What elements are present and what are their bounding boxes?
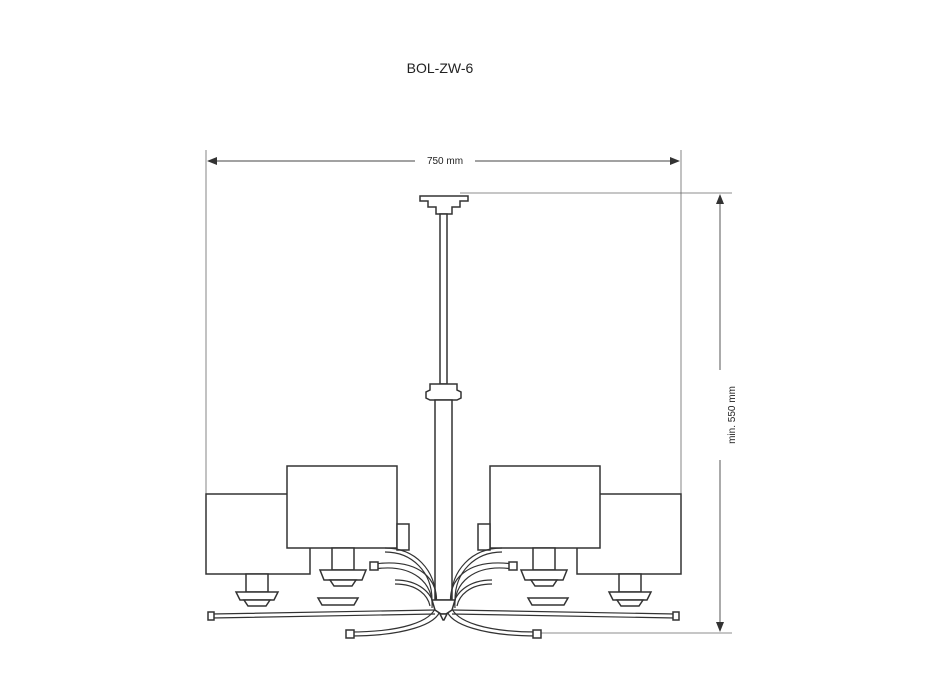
- lamp-shade-left-inner: [286, 465, 398, 549]
- candle-holder-left-outer: [234, 573, 280, 607]
- width-label: 750 mm: [427, 156, 463, 167]
- candle-holder-front-right: [526, 597, 570, 606]
- lamp-shade-rear-left: [396, 523, 410, 551]
- candle-holder-left-inner: [318, 547, 368, 587]
- height-label: min. 550 mm: [727, 386, 738, 444]
- bottom-finial: [430, 599, 457, 621]
- lamp-shade-right-inner: [489, 465, 601, 549]
- suspension-rod: [425, 213, 462, 601]
- candle-holder-front-left: [316, 597, 360, 606]
- lamp-shade-rear-right: [477, 523, 491, 551]
- ceiling-canopy: [419, 195, 469, 215]
- candle-holder-right-outer: [607, 573, 653, 607]
- candle-holder-right-inner: [519, 547, 569, 587]
- height-dimension: min. 550 mm: [460, 192, 738, 634]
- width-dimension: 750 mm: [205, 150, 682, 500]
- chandelier-arms: [207, 547, 680, 639]
- product-code-title: BOL-ZW-6: [406, 60, 474, 76]
